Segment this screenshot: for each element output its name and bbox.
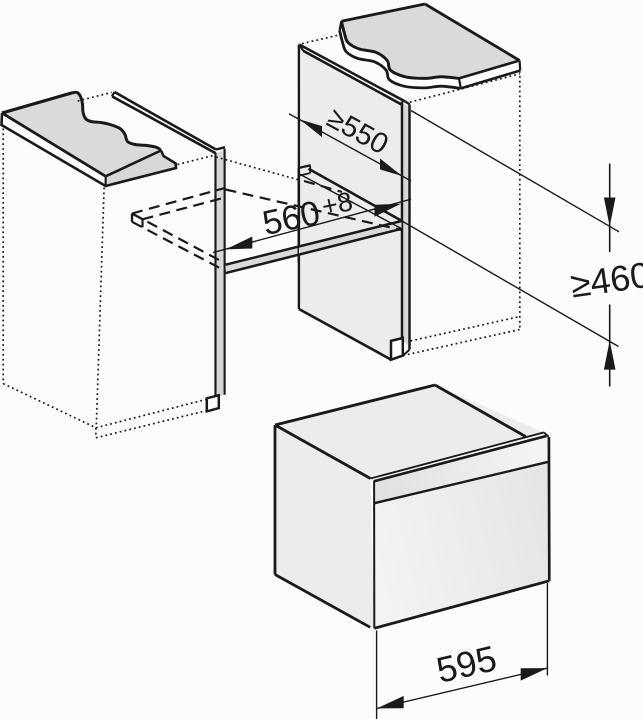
svg-text:+8: +8 <box>319 186 355 222</box>
svg-text:≥460: ≥460 <box>568 254 643 306</box>
